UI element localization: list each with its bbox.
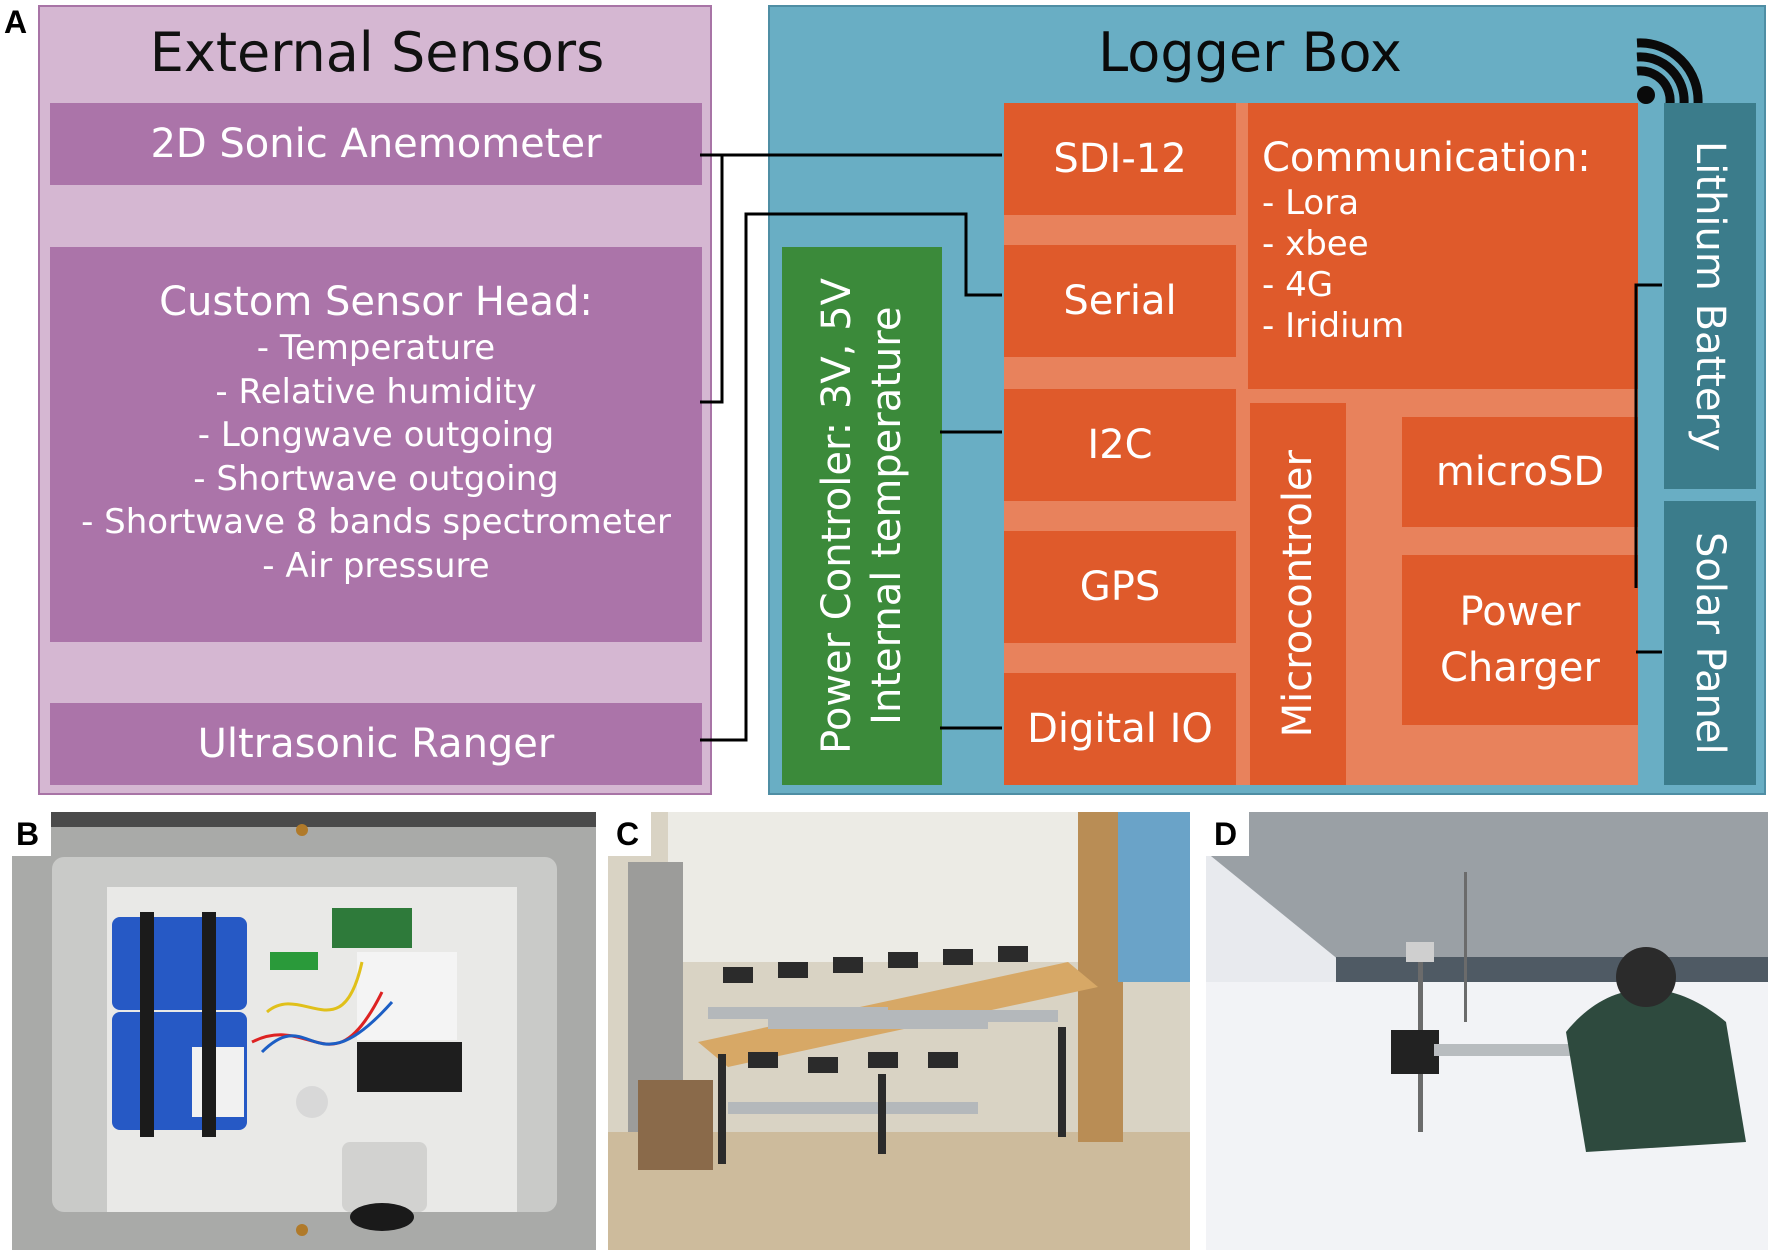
power-controller-line1: Power Controler: 3V, 5V <box>814 278 860 754</box>
logger-box-title: Logger Box <box>1098 21 1402 84</box>
communication-item: - Lora <box>1262 183 1360 223</box>
communication-item: - Iridium <box>1262 306 1405 346</box>
external-sensors-panel: External Sensors 2D Sonic Anemometer Cus… <box>38 5 712 795</box>
microcontroller-label: Microcontroler <box>1275 450 1321 738</box>
microsd-module: microSD <box>1402 417 1638 527</box>
lithium-battery-box: Lithium Battery <box>1664 103 1756 489</box>
communication-item: - xbee <box>1262 224 1369 264</box>
i2c-module: I2C <box>1004 389 1236 501</box>
digital-io-module: Digital IO <box>1004 673 1236 785</box>
sensor-head-item: - Shortwave 8 bands spectrometer <box>81 502 671 542</box>
power-controller-line2: Internal temperature <box>864 306 910 726</box>
power-charger-line1: Power <box>1459 589 1581 635</box>
wifi-signal-icon <box>1636 38 1703 105</box>
communication-title: Communication: <box>1262 135 1591 181</box>
sensor-head-item: - Temperature <box>256 328 496 368</box>
microcontroller-module: Microcontroler <box>1250 403 1346 785</box>
communication-item: - 4G <box>1262 265 1334 305</box>
ultrasonic-ranger-box: Ultrasonic Ranger <box>50 703 702 785</box>
panel-label-a: A <box>4 4 28 40</box>
power-charger-line2: Charger <box>1440 645 1600 691</box>
photo-workbench-units <box>608 812 1190 1250</box>
panel-label-c: C <box>608 812 652 856</box>
solar-panel-box: Solar Panel <box>1664 501 1756 785</box>
sensor-head-item: - Air pressure <box>262 545 490 586</box>
sensor-head-title: Custom Sensor Head: <box>159 279 593 325</box>
sensor-head-item: - Relative humidity <box>215 371 537 412</box>
communication-list: - Lora - xbee - 4G - Iridium <box>1262 183 1638 347</box>
solar-panel-label: Solar Panel <box>1687 531 1733 755</box>
sensor-head-box: Custom Sensor Head: - Temperature - Rela… <box>50 247 702 642</box>
external-sensors-title: External Sensors <box>149 21 605 84</box>
power-controller-box: Power Controler: 3V, 5V Internal tempera… <box>782 247 942 785</box>
serial-module: Serial <box>1004 245 1236 357</box>
communication-module: Communication: - Lora - xbee - 4G - Irid… <box>1248 103 1638 389</box>
sensor-head-item: - Longwave outgoing <box>197 415 555 455</box>
sensor-head-list: - Temperature - Relative humidity - Long… <box>50 327 702 588</box>
sensor-head-item: - Shortwave outgoing <box>193 458 559 499</box>
anemometer-box: 2D Sonic Anemometer <box>50 103 702 185</box>
sdi12-module: SDI-12 <box>1004 103 1236 215</box>
panel-label-b: B <box>8 812 52 856</box>
panel-label-d: D <box>1206 812 1250 856</box>
photo-logger-enclosure <box>12 812 596 1250</box>
gps-module: GPS <box>1004 531 1236 643</box>
lithium-battery-label: Lithium Battery <box>1687 140 1733 452</box>
logger-box-panel: Logger Box Power Controler: 3V, 5V Inter… <box>768 5 1766 795</box>
photo-field-deployment <box>1206 812 1768 1250</box>
power-charger-module: Power Charger <box>1402 555 1638 725</box>
